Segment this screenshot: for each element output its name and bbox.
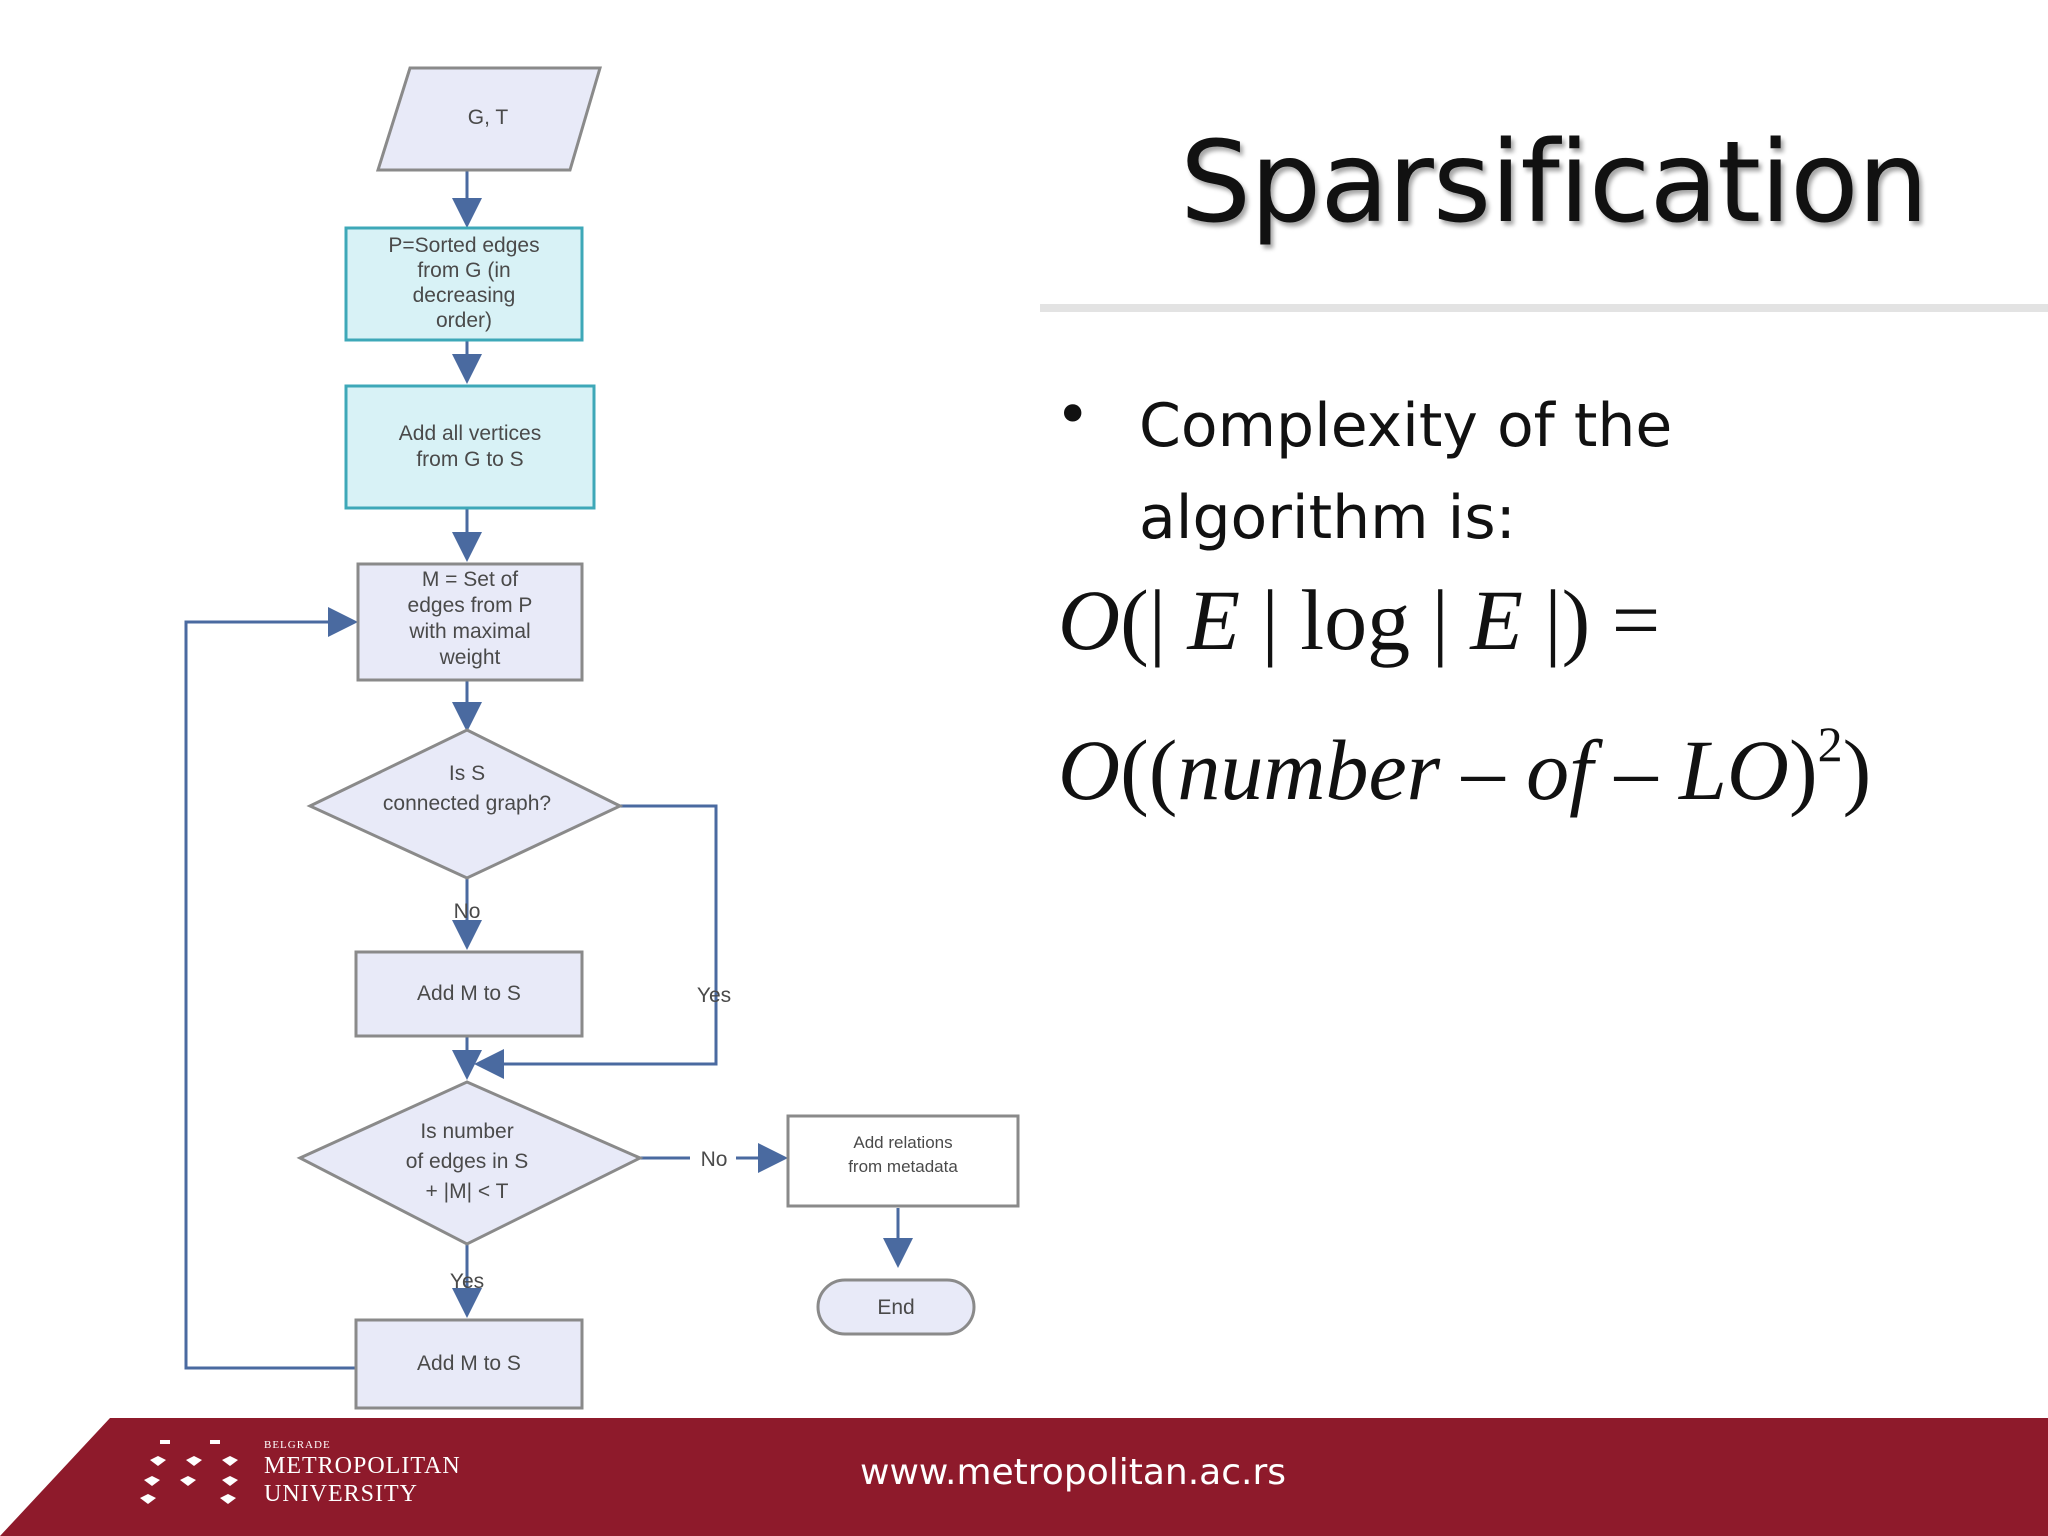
sort-edges-label-2: from G (in [417,259,510,282]
connected-yes-label: Yes [697,984,731,1007]
set-m-box [356,562,584,682]
edges-yes-label: Yes [450,1270,484,1293]
input-label: G, T [468,106,509,129]
add-m-label-2: Add M to S [417,1352,521,1375]
edges-label-3: + |M| < T [426,1180,509,1203]
title-divider [1040,304,2048,312]
connected-no-label: No [454,900,481,923]
arrow-connected-yes [474,804,718,1079]
sort-edges-label-4: order) [436,309,492,332]
logo-line-1: METROPOLITAN [264,1453,461,1479]
add-vertices-label-2: from G to S [416,448,523,471]
footer-notch [0,1418,110,1536]
add-m-label-1: Add M to S [417,982,521,1005]
university-logo: BELGRADE METROPOLITAN UNIVERSITY [130,1436,510,1526]
edges-label-2: of edges in S [406,1150,529,1173]
add-vertices-label-1: Add all vertices [399,422,541,445]
add-m-box-1 [354,950,584,1038]
add-relations-box [786,1114,1020,1208]
formula-line-1: O(| E | log | E |) = [1058,572,1661,668]
footer-bar [0,1418,2048,1536]
edges-decision [296,1080,644,1246]
connected-label-1: Is S [449,762,485,785]
set-m-label-1: M = Set of [422,568,518,591]
logo-text: BELGRADE METROPOLITAN UNIVERSITY [264,1438,461,1508]
add-relations-label-2: from metadata [848,1157,958,1176]
connected-label-2: connected graph? [383,792,551,815]
formula-line-2: O((number – of – LO)2) [1058,716,1872,818]
connected-decision [306,728,624,880]
sort-edges-label-1: P=Sorted edges [388,234,539,257]
add-m-box-2 [354,1318,584,1410]
set-m-label-2: edges from P [408,594,533,617]
sparsification-flowchart: G, T P=Sorted edges from G (in decreasin… [184,66,1020,1410]
logo-mark-icon [140,1440,238,1504]
end-label: End [877,1296,914,1319]
sort-edges-box [344,226,584,342]
sort-edges-label-3: decreasing [413,284,516,307]
add-vertices-box [344,384,596,510]
input-shape [375,66,603,172]
set-m-label-4: weight [439,646,501,669]
edges-no-label: No [701,1148,728,1171]
slide-title: Sparsification [1180,118,1929,248]
logo-small-text: BELGRADE [264,1439,331,1451]
add-relations-label-1: Add relations [853,1133,952,1152]
end-terminal [816,1278,976,1336]
bullet-icon: • [1055,380,1091,450]
edges-label-1: Is number [420,1120,513,1143]
set-m-label-3: with maximal [408,620,530,643]
bullet-text: Complexity of the algorithm is: [1139,391,1673,553]
arrow-loop-back [184,607,358,1370]
footer-url[interactable]: www.metropolitan.ac.rs [860,1452,1287,1493]
logo-line-2: UNIVERSITY [264,1481,418,1507]
